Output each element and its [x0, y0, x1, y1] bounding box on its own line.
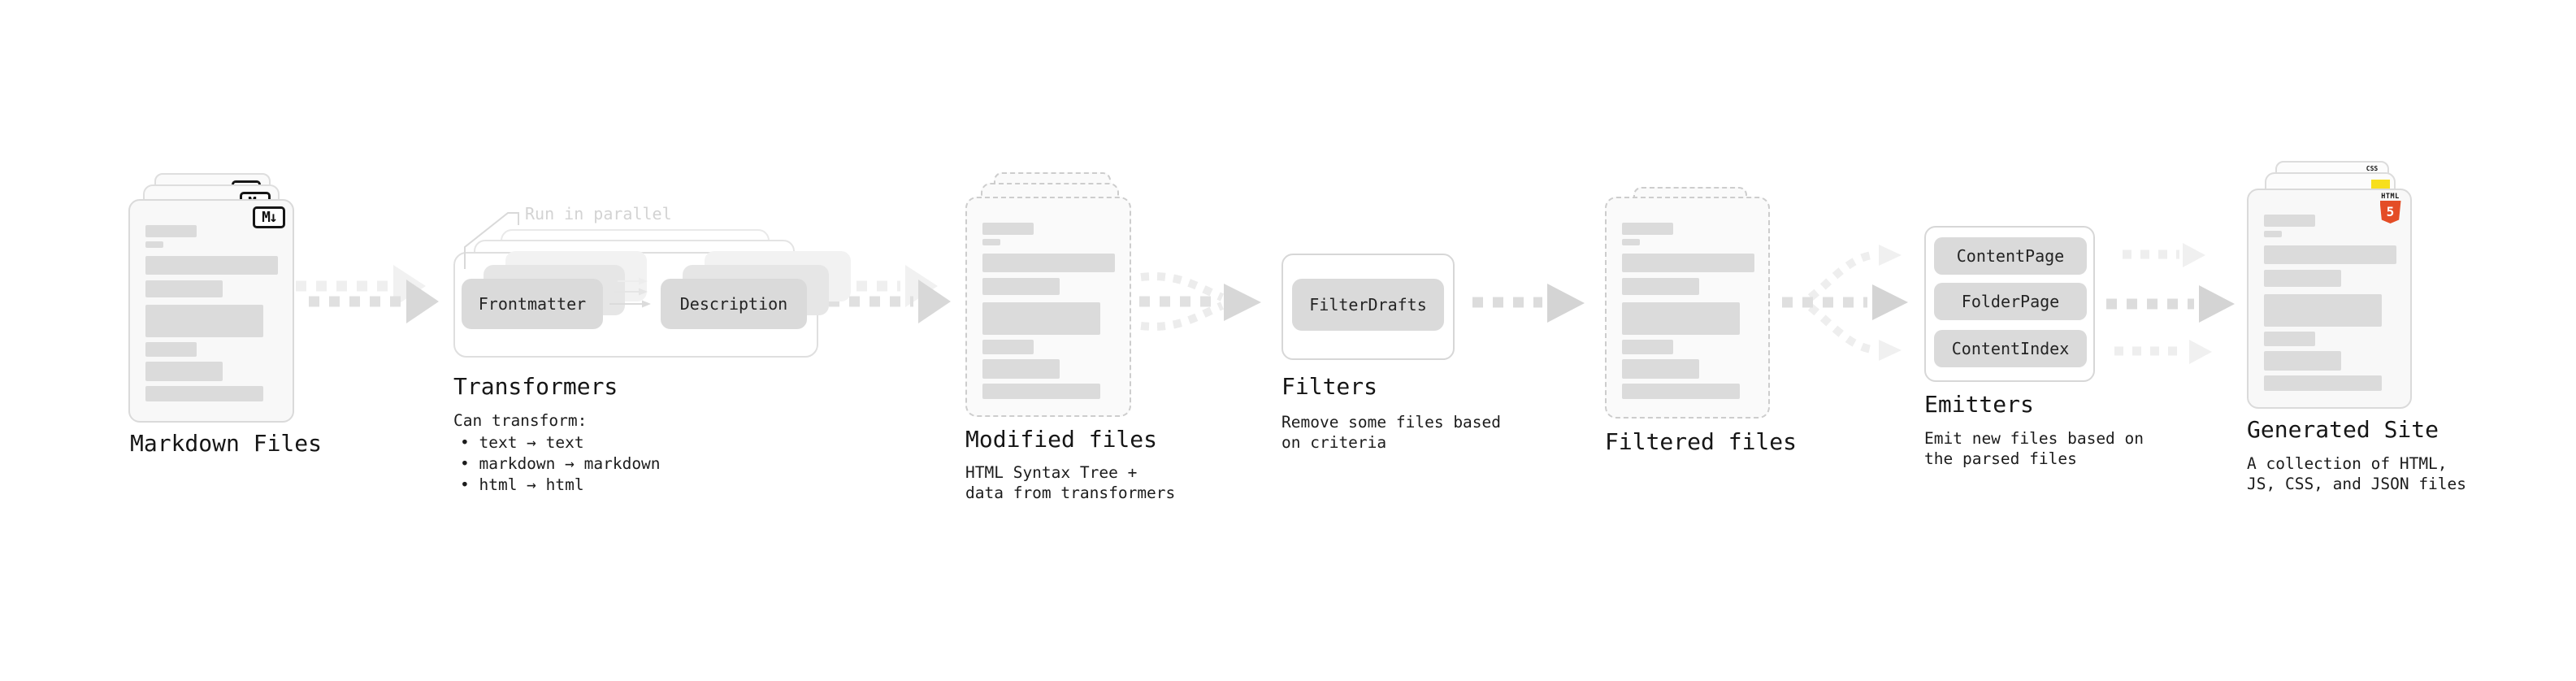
skeleton-text-bar — [145, 386, 263, 401]
skeleton-text-bar — [145, 362, 223, 381]
frontmatter-chip: Frontmatter — [462, 279, 603, 329]
skeleton-text-bar — [2264, 215, 2315, 227]
skeleton-text-bar — [982, 278, 1060, 295]
emitters-desc: the parsed files — [1924, 449, 2077, 468]
stage-label-transformers: Transformers — [453, 373, 618, 400]
html5-icon-shield: 5 — [2379, 201, 2401, 223]
skeleton-text-bar — [982, 254, 1115, 272]
skeleton-text-bar — [1622, 302, 1740, 335]
stage-label-generated-site: Generated Site — [2247, 416, 2439, 443]
arrow-filtered-to-emitters-fan-out — [1782, 245, 1908, 361]
contentindex-chip: ContentIndex — [1934, 330, 2087, 367]
filters-desc: on criteria — [1281, 433, 1387, 452]
transformers-bullet: • text → text — [460, 433, 584, 452]
stage-label-filters: Filters — [1281, 373, 1378, 400]
skeleton-text-bar — [2264, 351, 2341, 371]
skeleton-text-bar — [145, 225, 197, 237]
transformers-bullet: • html → html — [460, 475, 584, 494]
skeleton-text-bar — [982, 223, 1034, 235]
skeleton-text-bar — [2264, 231, 2282, 237]
skeleton-text-bar — [2264, 294, 2382, 327]
skeleton-text-bar — [2264, 332, 2315, 346]
filtered-file-card-front — [1605, 197, 1770, 419]
stage-label-emitters: Emitters — [1924, 391, 2034, 418]
description-chip: Description — [661, 279, 807, 329]
generated-site-desc: JS, CSS, and JSON files — [2247, 475, 2467, 493]
stage-label-modified-files: Modified files — [965, 426, 1158, 453]
arrow-emitters-to-site-top — [2123, 243, 2205, 267]
modified-files-desc: HTML Syntax Tree + — [965, 463, 1138, 482]
filterdrafts-chip: FilterDrafts — [1292, 279, 1444, 331]
skeleton-text-bar — [2264, 270, 2341, 287]
contentpage-chip: ContentPage — [1934, 237, 2087, 275]
skeleton-text-bar — [982, 239, 1000, 245]
arrow-markdown-to-transformers — [296, 265, 439, 323]
skeleton-text-bar — [145, 241, 163, 248]
emitters-desc: Emit new files based on — [1924, 429, 2144, 448]
arrow-emitters-to-site-bottom — [2114, 340, 2212, 364]
skeleton-text-bar — [1622, 359, 1699, 379]
skeleton-text-bar — [145, 256, 278, 275]
skeleton-text-bar — [1622, 384, 1740, 399]
html5-icon: HTML 5 — [2379, 193, 2401, 223]
skeleton-text-bar — [982, 359, 1060, 379]
skeleton-text-bar — [1622, 340, 1673, 354]
arrow-modified-to-filters-fan-in — [1139, 272, 1261, 331]
arrow-filters-to-filtered — [1472, 284, 1585, 323]
skeleton-text-bar — [982, 340, 1034, 354]
filters-desc: Remove some files based — [1281, 413, 1502, 432]
skeleton-text-bar — [2264, 375, 2382, 391]
transformers-desc-title: Can transform: — [453, 411, 588, 430]
skeleton-text-bar — [2264, 245, 2396, 264]
skeleton-text-bar — [1622, 278, 1699, 295]
generated-site-desc: A collection of HTML, — [2247, 454, 2448, 473]
modified-files-desc: data from transformers — [965, 484, 1176, 502]
markdown-icon: M↓ — [253, 206, 285, 228]
folderpage-chip: FolderPage — [1934, 283, 2087, 320]
site-file-card-html: HTML 5 — [2247, 189, 2412, 409]
skeleton-text-bar — [145, 342, 197, 357]
modified-file-card-front — [965, 197, 1131, 417]
js-icon — [2371, 180, 2390, 189]
skeleton-text-bar — [1622, 239, 1640, 245]
arrow-emitters-to-site-middle — [2106, 285, 2235, 323]
html5-icon-label: HTML — [2381, 193, 2400, 201]
run-in-parallel-note: Run in parallel — [525, 204, 672, 223]
skeleton-text-bar — [982, 302, 1100, 335]
skeleton-text-bar — [1622, 254, 1754, 272]
skeleton-text-bar — [982, 384, 1100, 399]
stage-label-filtered-files: Filtered files — [1605, 428, 1798, 455]
skeleton-text-bar — [145, 305, 263, 337]
transformers-bullet: • markdown → markdown — [460, 454, 661, 473]
stage-label-markdown-files: Markdown Files — [130, 430, 323, 457]
skeleton-text-bar — [1622, 223, 1673, 235]
skeleton-text-bar — [145, 280, 223, 297]
css-icon-label: CSS — [2366, 165, 2379, 172]
markdown-file-card-front: M↓ — [128, 199, 294, 423]
